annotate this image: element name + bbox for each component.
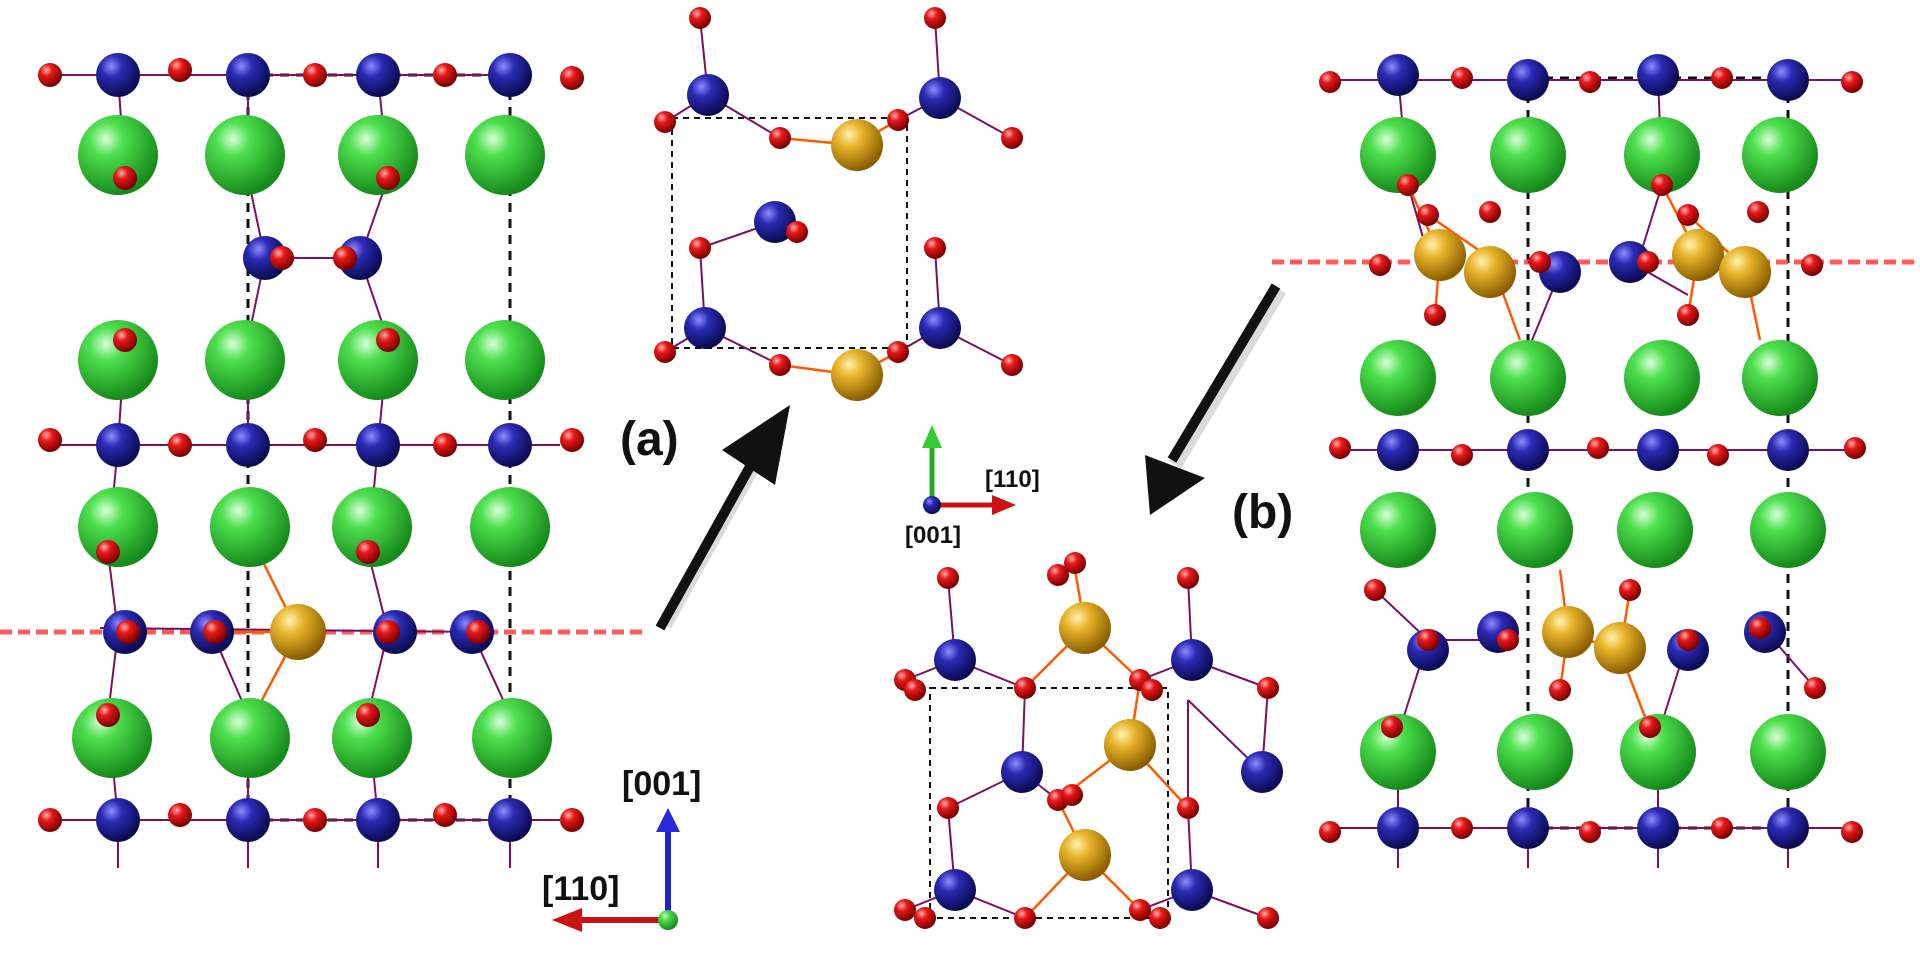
arrow-b-icon	[1145, 283, 1287, 515]
top-center-gold-atoms	[831, 119, 883, 401]
left-green-atoms	[72, 115, 552, 778]
right-green-atoms	[1360, 117, 1826, 790]
right-red-atoms	[1319, 67, 1866, 843]
bottom-center-red-atoms	[894, 552, 1279, 929]
top-center-structure-panel	[654, 7, 1023, 401]
panel-label-b: (b)	[1232, 486, 1293, 539]
left-axis-indicator	[552, 808, 680, 932]
right-gold-atoms	[1414, 229, 1771, 674]
bottom-center-unit-cell	[929, 687, 1169, 919]
left-structure-panel: [001] [110] (a)	[0, 53, 701, 932]
axis-label-001-left: [001]	[622, 765, 701, 803]
top-center-blue-atoms	[684, 74, 961, 349]
top-center-red-atoms	[654, 7, 1023, 376]
bottom-center-blue-atoms	[934, 639, 1283, 911]
right-structure-panel	[1272, 54, 1920, 868]
top-center-unit-cell	[671, 117, 908, 349]
bottom-center-gold-atoms	[1059, 602, 1156, 881]
left-red-atoms	[38, 58, 584, 832]
arrow-a-icon	[655, 405, 790, 631]
axis-label-110-center: [110]	[985, 466, 1040, 493]
bottom-center-structure-panel	[894, 552, 1283, 929]
center-axis-indicator	[922, 425, 1016, 515]
left-blue-atoms	[96, 53, 532, 842]
axis-label-110-left: [110]	[542, 870, 620, 908]
panel-label-a: (a)	[620, 413, 679, 466]
left-gold-atom	[270, 604, 326, 660]
axis-label-001-center: [001]	[905, 522, 961, 549]
